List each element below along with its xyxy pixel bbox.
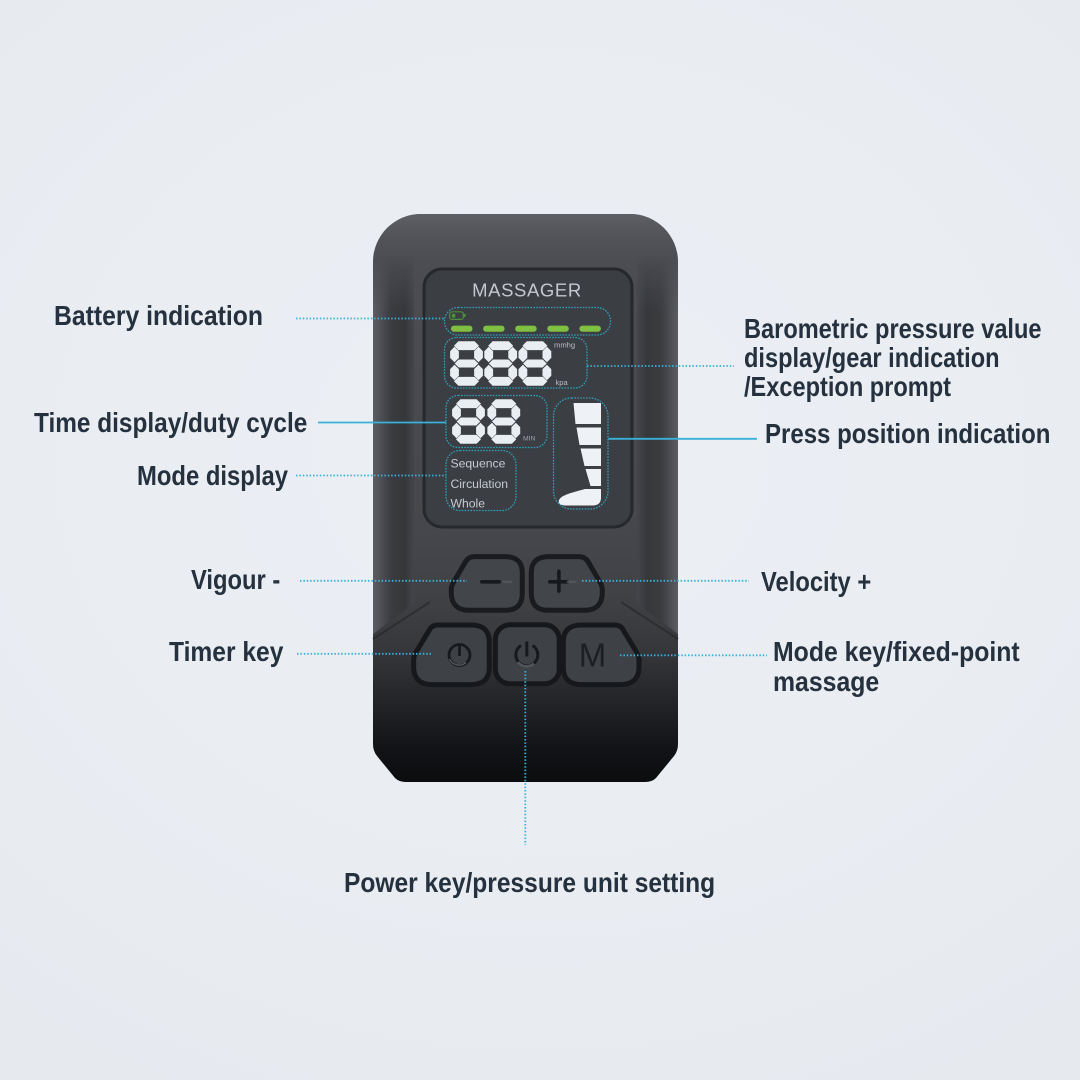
svg-text:Sequence: Sequence (451, 457, 506, 471)
svg-text:Whole: Whole (451, 497, 486, 511)
svg-text:MASSAGER: MASSAGER (472, 280, 582, 301)
svg-text:kpa: kpa (556, 378, 569, 387)
svg-text:mmhg: mmhg (554, 341, 575, 350)
svg-text:M: M (579, 637, 607, 674)
svg-text:Circulation: Circulation (451, 477, 509, 491)
svg-text:MIN: MIN (523, 436, 536, 443)
